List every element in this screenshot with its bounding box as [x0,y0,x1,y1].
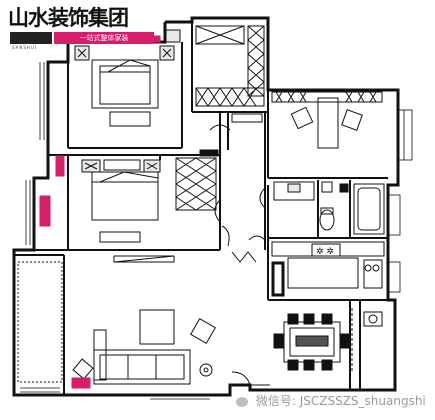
inner-walls [14,22,388,395]
entry-door [231,371,270,386]
wechat-icon [236,396,248,407]
windows [20,62,413,400]
study-furniture [271,91,383,149]
wechat-watermark: 微信号: JSCZSSZS_shuangshi [236,392,426,410]
watermark-handle: JSCZSSZS_shuangshi [299,394,426,408]
bathroom-fixtures [273,181,385,235]
logo-name: 山水装饰集团 [8,6,129,30]
logo-dark-bar [10,32,52,44]
closet-room-furniture [165,25,265,107]
logo-subtitle: 一站式整体家装 [54,32,154,44]
dining-furniture [273,308,383,372]
living-room-furniture [17,255,216,389]
brand-logo: 山水装饰集团 一站式整体家装 SANSHUI [8,6,158,52]
kitchen-furniture: ✲ ✲ [271,241,385,297]
corridor-doors [199,113,266,263]
svg-text:✲ ✲: ✲ ✲ [316,247,334,257]
watermark-prefix: 微信号 [255,394,292,408]
logo-small-text: SANSHUI [12,45,37,50]
bedroom-2-furniture [39,155,217,243]
